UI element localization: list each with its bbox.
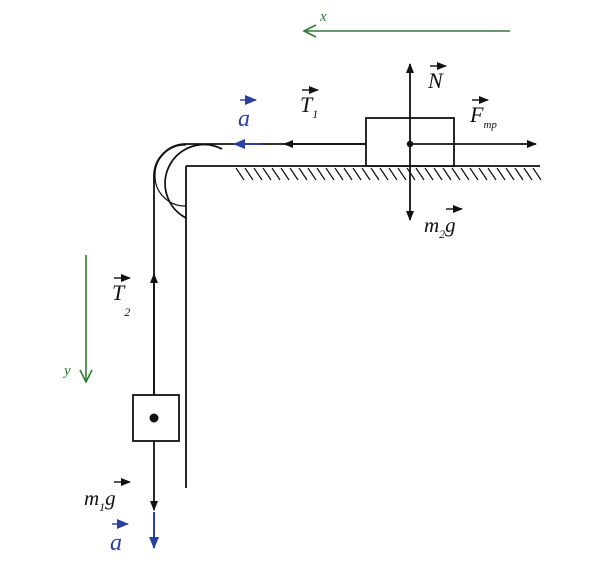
- pulley: [154, 143, 223, 219]
- hatch-mark: [478, 167, 488, 181]
- hatch-mark: [289, 167, 299, 181]
- gravity-m1-label: m1g: [84, 478, 131, 514]
- normal-force-label: N: [427, 62, 447, 93]
- hatch-mark: [523, 167, 533, 181]
- gravity-m2-label: m2g: [424, 205, 463, 241]
- hatch-mark: [343, 167, 353, 181]
- hatch-mark: [325, 167, 335, 181]
- hatch-mark: [532, 167, 542, 181]
- friction-force-label: Fmp: [469, 96, 497, 131]
- hatch-mark: [424, 167, 434, 181]
- hatch-mark: [370, 167, 380, 181]
- x-axis: x: [302, 9, 510, 38]
- rope-bend: [153, 143, 187, 177]
- svg-text:T1: T1: [300, 92, 318, 121]
- hatch-mark: [514, 167, 524, 181]
- hatch-mark: [388, 167, 398, 181]
- x-axis-arrowhead: [302, 24, 317, 38]
- hatch-mark: [469, 167, 479, 181]
- hatch-mark: [298, 167, 308, 181]
- hatch-mark: [379, 167, 389, 181]
- hatch-mark: [496, 167, 506, 181]
- hanging-block: T2 m1g a: [84, 273, 180, 556]
- hatch-mark: [316, 167, 326, 181]
- tension-t2-label: T2: [112, 274, 131, 319]
- hatch-mark: [487, 167, 497, 181]
- hatch-mark: [271, 167, 281, 181]
- hatch-mark: [352, 167, 362, 181]
- svg-text:T2: T2: [112, 280, 130, 319]
- table-surface: [185, 165, 542, 488]
- tension-t1-label: T1: [300, 86, 319, 121]
- y-axis-label: y: [62, 363, 71, 379]
- hatch-mark: [406, 167, 416, 181]
- block-on-table: N m2g Fmp T1 a: [233, 62, 537, 241]
- hatch-mark: [253, 167, 263, 181]
- hatch-mark: [280, 167, 290, 181]
- hatch-mark: [361, 167, 371, 181]
- acceleration-table-label: a: [238, 95, 257, 132]
- svg-text:m1g: m1g: [84, 486, 116, 514]
- y-axis-arrowhead: [79, 369, 93, 384]
- svg-text:a: a: [238, 106, 250, 132]
- y-axis: y: [62, 255, 93, 384]
- x-axis-label: x: [319, 9, 327, 25]
- table-hatching: [235, 167, 542, 181]
- hatch-mark: [460, 167, 470, 181]
- acceleration-hanging-label: a: [110, 519, 129, 556]
- pulley-wheel: [164, 143, 223, 219]
- svg-text:N: N: [427, 68, 444, 93]
- hatch-mark: [442, 167, 452, 181]
- hatch-mark: [433, 167, 443, 181]
- pulley-wheel-inner: [154, 144, 187, 207]
- svg-text:Fmp: Fmp: [469, 102, 497, 131]
- block-m1-center: [149, 413, 159, 423]
- hatch-mark: [244, 167, 254, 181]
- hatch-mark: [415, 167, 425, 181]
- svg-text:a: a: [110, 530, 122, 556]
- hatch-mark: [307, 167, 317, 181]
- hatch-mark: [235, 167, 245, 181]
- hatch-mark: [451, 167, 461, 181]
- hatch-mark: [505, 167, 515, 181]
- hatch-mark: [262, 167, 272, 181]
- svg-text:m2g: m2g: [424, 213, 456, 241]
- hatch-mark: [397, 167, 407, 181]
- hatch-mark: [334, 167, 344, 181]
